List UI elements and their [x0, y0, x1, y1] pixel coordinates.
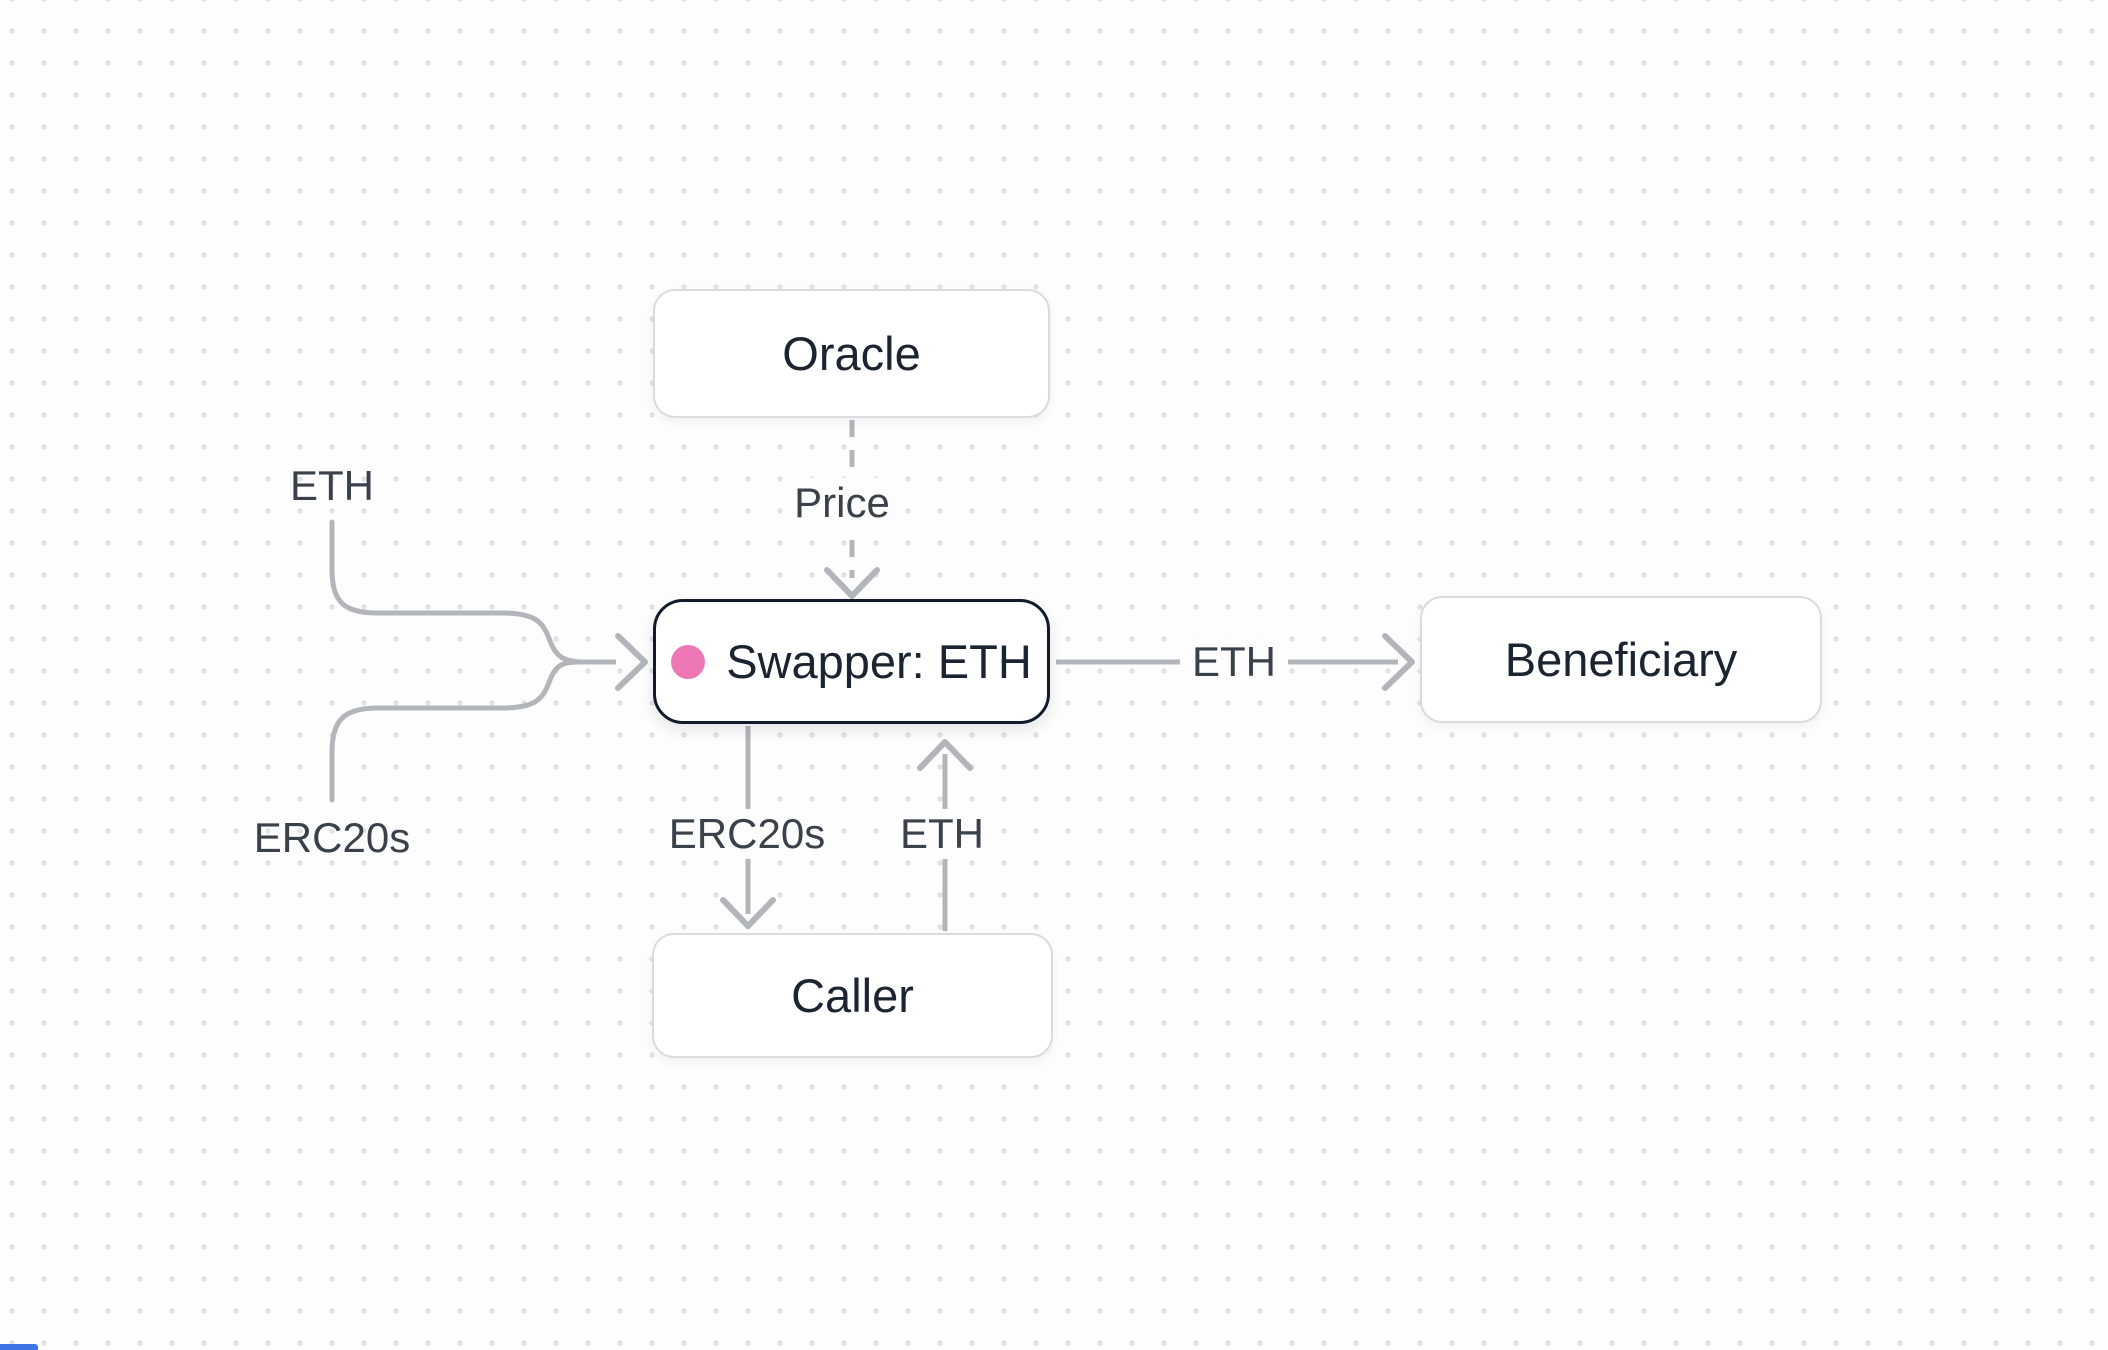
edge-inputs-to-swapper[interactable] [329, 519, 648, 803]
node-swapper-label: Swapper: ETH [726, 635, 1032, 688]
edge-label-eth-from-caller: ETH [888, 808, 996, 860]
partial-blue-element[interactable] [0, 1344, 38, 1350]
arrowhead-right-icon [1382, 633, 1415, 691]
edge-label-eth-to-beneficiary: ETH [1180, 636, 1288, 688]
node-caller[interactable]: Caller [652, 933, 1053, 1058]
arrowhead-down-icon [824, 567, 880, 599]
pink-dot-icon [671, 644, 706, 679]
node-oracle-label: Oracle [782, 327, 921, 380]
edge-label-price: Price [782, 477, 902, 529]
arrowhead-up-icon [917, 739, 973, 771]
node-oracle[interactable]: Oracle [653, 289, 1050, 418]
input-label-eth: ETH [290, 462, 374, 509]
node-beneficiary-label: Beneficiary [1504, 633, 1738, 686]
input-label-erc20s: ERC20s [253, 814, 411, 861]
node-caller-label: Caller [791, 969, 914, 1022]
edge-path-eth-input[interactable] [329, 519, 583, 665]
edge-oracle-to-swapper[interactable] [824, 420, 880, 599]
edge-label-erc20s-to-caller: ERC20s [656, 808, 838, 860]
edge-path-erc20s-input[interactable] [329, 659, 583, 803]
node-swapper[interactable]: Swapper: ETH [653, 599, 1050, 724]
arrowhead-right-icon [615, 633, 648, 691]
arrowhead-down-icon [720, 897, 776, 929]
node-beneficiary[interactable]: Beneficiary [1420, 596, 1822, 723]
